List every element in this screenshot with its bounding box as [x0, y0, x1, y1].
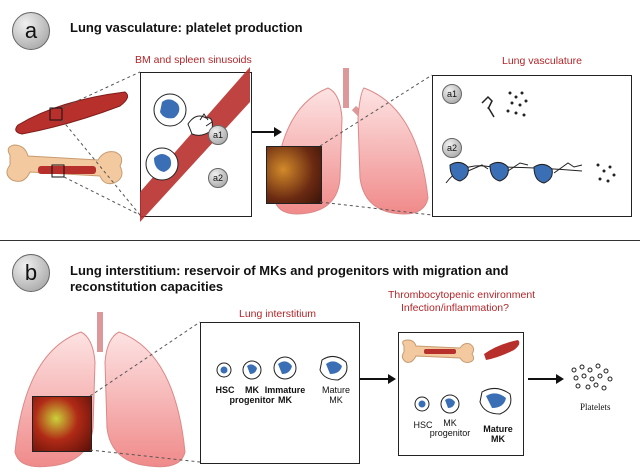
thrombocytopenic-label: Thrombocytopenic environment [388, 289, 536, 301]
platelets-cluster [571, 363, 613, 391]
thrombo-detail [401, 339, 520, 415]
hsc-label-2: HSC [413, 420, 433, 430]
mk-progenitor2-label-1: MK [443, 418, 457, 428]
mk-progenitor-label-2: progenitor [229, 395, 275, 405]
immature-mk-label-1: Immature [264, 385, 306, 395]
platelets-label: Platelets [580, 402, 611, 412]
mature-mk-label-2: MK [329, 395, 343, 405]
mature-mk-label-1: Mature [321, 385, 350, 395]
panel-a-title: Lung vasculature: platelet production [70, 20, 303, 35]
panel-b-title-line1: Lung interstitium: reservoir of MKs and … [70, 263, 509, 278]
a1-badge: a1 [208, 125, 228, 145]
panel-b-badge: b [12, 254, 50, 292]
a2-badge-right: a2 [442, 138, 462, 158]
a1-badge-right: a1 [442, 84, 462, 104]
arrow-to-platelets [528, 374, 564, 384]
mature-mk2-label-2: MK [491, 434, 505, 444]
lung-interstitium-label: Lung interstitium [239, 308, 317, 320]
infection-label: Infection/inflammation? [401, 302, 509, 314]
mk-progenitor2-label-2: progenitor [429, 428, 471, 438]
panel-divider [0, 240, 640, 241]
lung-tissue-inset [266, 146, 322, 204]
a2-badge: a2 [208, 168, 228, 188]
interstitium-tissue-inset [32, 396, 92, 452]
interstitium-box [200, 322, 360, 464]
hsc-label: HSC [215, 385, 235, 395]
bm-spleen-label: BM and spleen sinusoids [135, 54, 252, 66]
lung-vasculature-box [432, 75, 632, 217]
arrow-to-lung [252, 127, 282, 137]
panel-b-title-line2: reconstitution capacities [70, 279, 224, 294]
mature-mk2-label-1: Mature [483, 424, 513, 434]
sinusoid-detail [140, 67, 250, 222]
mk-progenitor-label-1: MK [245, 385, 259, 395]
interstitium-cells [216, 356, 348, 381]
lung-vasculature-label: Lung vasculature [502, 55, 582, 67]
immature-mk-label-2: MK [278, 395, 292, 405]
panel-a-badge: a [12, 12, 50, 50]
lung-vasculature-detail [445, 91, 616, 184]
arrow-to-thrombo [360, 374, 396, 384]
